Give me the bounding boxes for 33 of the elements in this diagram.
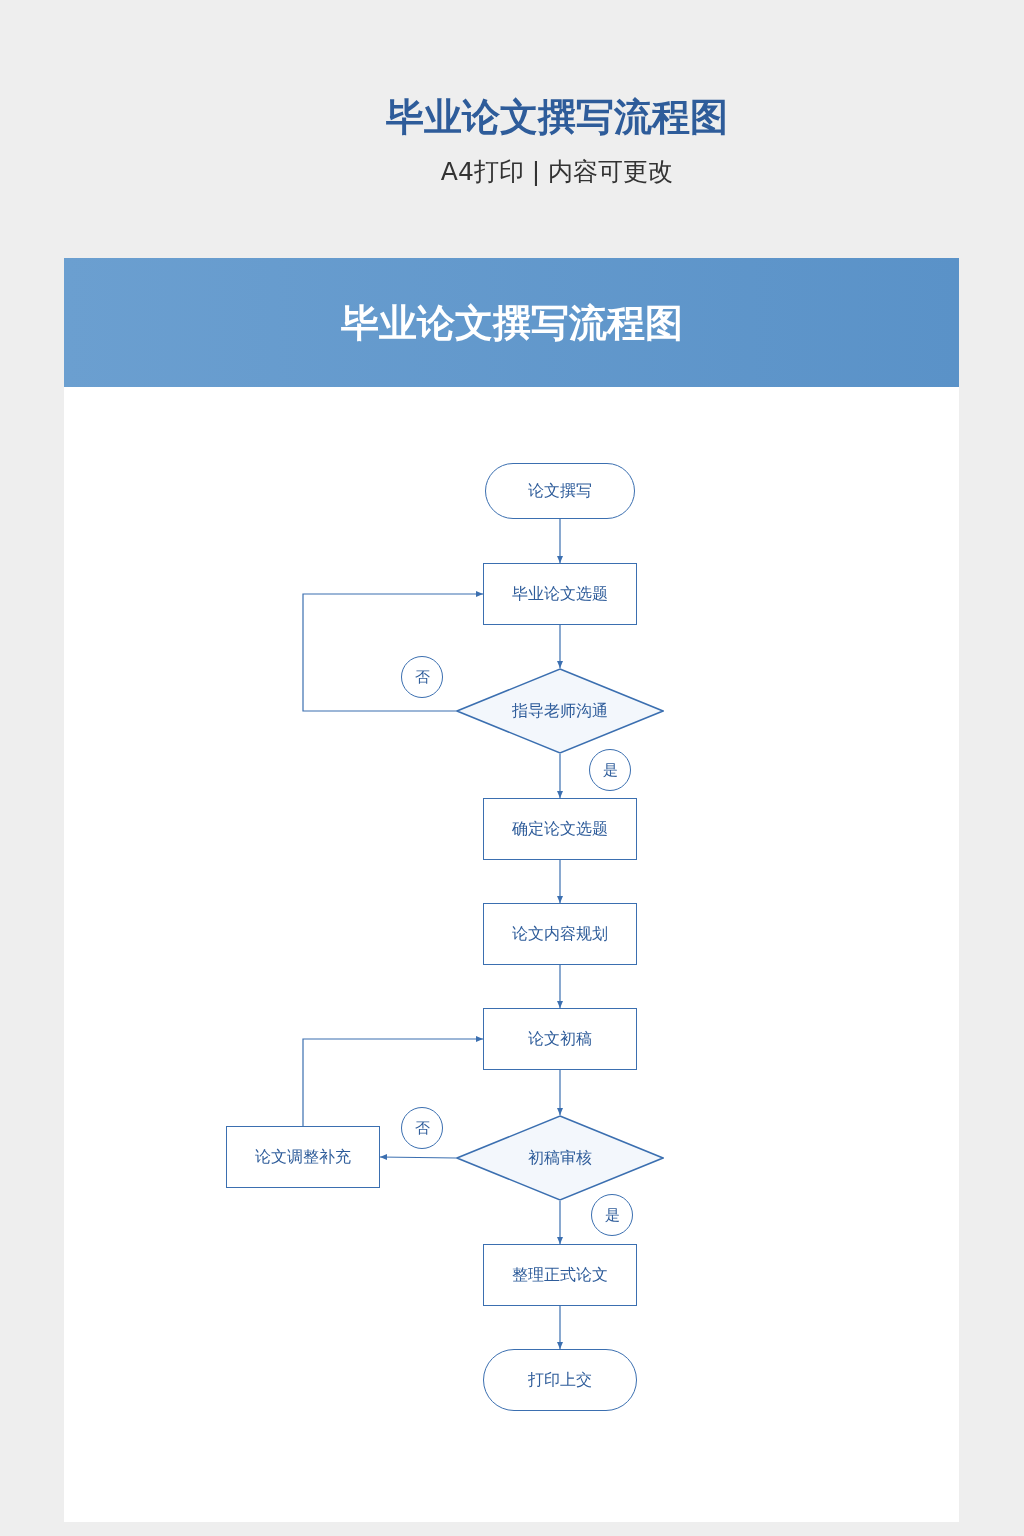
node-text: 初稿审核 (528, 1147, 592, 1169)
node-text: 论文初稿 (528, 1028, 592, 1050)
process-box (483, 1008, 637, 1070)
node-text: 确定论文选题 (512, 818, 608, 840)
arrow (557, 624, 563, 669)
process-box (483, 798, 637, 860)
process-box (483, 1244, 637, 1306)
arrow (557, 753, 563, 799)
header-title: 毕业论文撰写流程图 (339, 300, 684, 347)
node-text: 整理正式论文 (512, 1264, 608, 1286)
arrow (557, 964, 563, 1009)
terminal-box (485, 463, 635, 519)
arrow (557, 859, 563, 904)
process-box (483, 903, 637, 965)
arrow (302, 1036, 484, 1127)
subtitle: A4打印 | 内容可更改 (439, 156, 675, 188)
decision-diamond (456, 668, 664, 754)
node-text: 毕业论文选题 (512, 583, 608, 605)
node-text: 论文内容规划 (512, 923, 608, 945)
arrow (379, 1154, 457, 1161)
arrow (557, 1305, 563, 1350)
node-text: 论文撰写 (528, 480, 592, 502)
node-text: 指导老师沟通 (512, 700, 608, 722)
process-box (226, 1126, 380, 1188)
node-text: 打印上交 (528, 1369, 592, 1391)
node-text: 论文调整补充 (255, 1146, 351, 1168)
arrow (557, 1200, 563, 1245)
arrow (557, 518, 563, 564)
process-box (483, 563, 637, 625)
arrow (557, 1069, 563, 1116)
decision-diamond (456, 1115, 664, 1201)
page-title: 毕业论文撰写流程图 (385, 94, 729, 141)
arrow (302, 591, 484, 712)
